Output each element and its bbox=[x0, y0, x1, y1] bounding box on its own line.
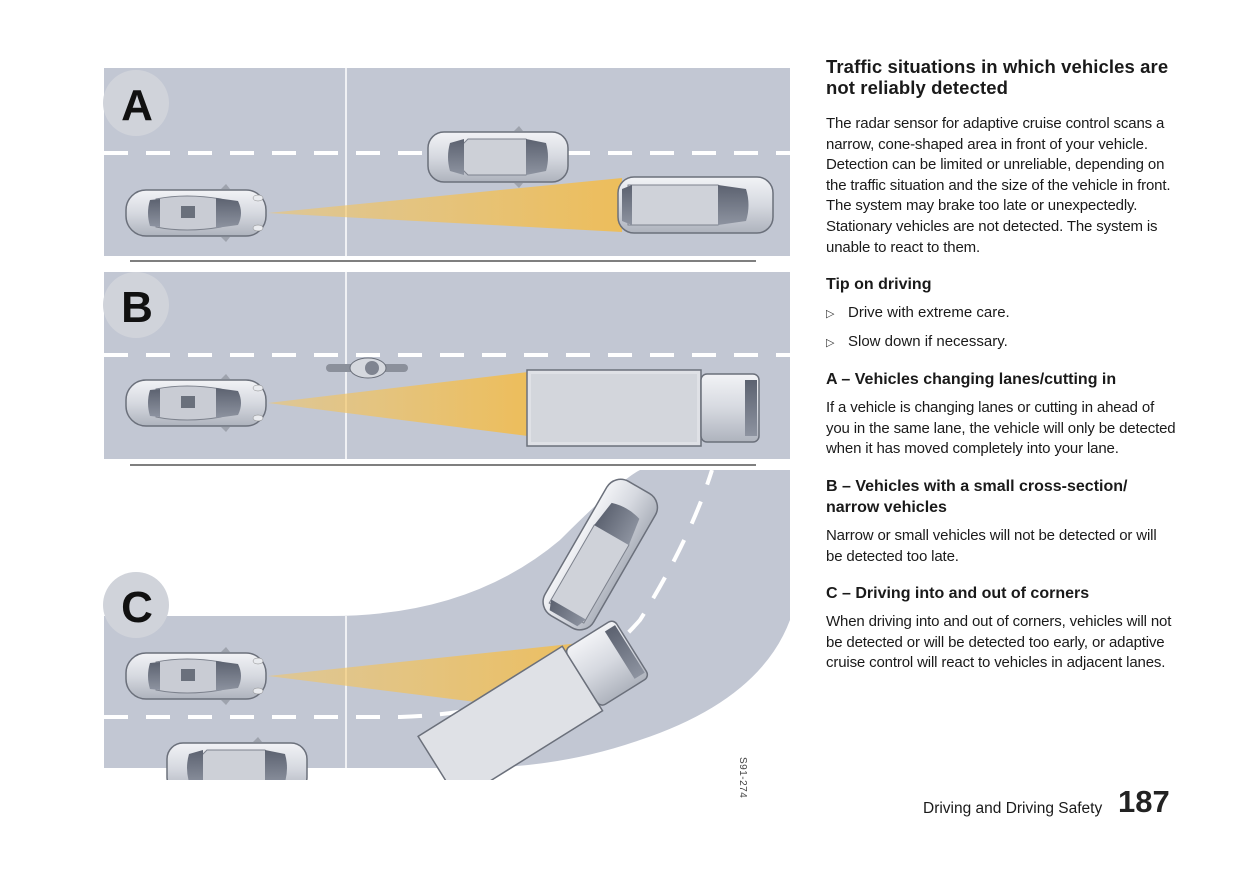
section-c-text: When driving into and out of corners, ve… bbox=[826, 613, 1172, 672]
svg-text:A: A bbox=[121, 81, 153, 130]
panel-label-a: A bbox=[103, 70, 169, 136]
tip-item: ▷ Slow down if necessary. bbox=[826, 332, 1176, 353]
section-b-text: Narrow or small vehicles will not be det… bbox=[826, 526, 1157, 565]
section-a-text: If a vehicle is changing lanes or cuttin… bbox=[826, 399, 1176, 458]
section-b-heading: B – Vehicles with a small cross-section/… bbox=[826, 477, 1128, 516]
article: Traffic situations in which vehicles are… bbox=[826, 56, 1176, 674]
tip-text: Slow down if necessary. bbox=[848, 333, 1008, 351]
triangle-bullet-icon: ▷ bbox=[826, 337, 835, 350]
page-number: 187 bbox=[1118, 784, 1170, 819]
tip-text: Drive with extreme care. bbox=[848, 304, 1010, 322]
svg-text:C: C bbox=[121, 583, 153, 632]
panel-label-b: B bbox=[103, 272, 169, 338]
triangle-bullet-icon: ▷ bbox=[826, 308, 835, 321]
intro-paragraph-1: The radar sensor for adaptive cruise con… bbox=[826, 115, 1165, 153]
section-c-heading: C – Driving into and out of corners bbox=[826, 585, 1090, 603]
radar-illustration: A B C bbox=[103, 68, 790, 780]
intro-paragraph-2: Detection can be limited or unreliable, … bbox=[826, 156, 1171, 256]
figure-code: S91-274 bbox=[737, 757, 748, 799]
tip-item: ▷ Drive with extreme care. bbox=[826, 303, 1176, 324]
section-a-heading: A – Vehicles changing lanes/cutting in bbox=[826, 371, 1117, 389]
panel-label-c: C bbox=[103, 572, 169, 638]
tip-heading: Tip on driving bbox=[826, 276, 932, 294]
article-title: Traffic situations in which vehicles are… bbox=[826, 56, 1169, 98]
svg-text:B: B bbox=[121, 283, 153, 332]
footer-section-label: Driving and Driving Safety bbox=[923, 800, 1103, 817]
